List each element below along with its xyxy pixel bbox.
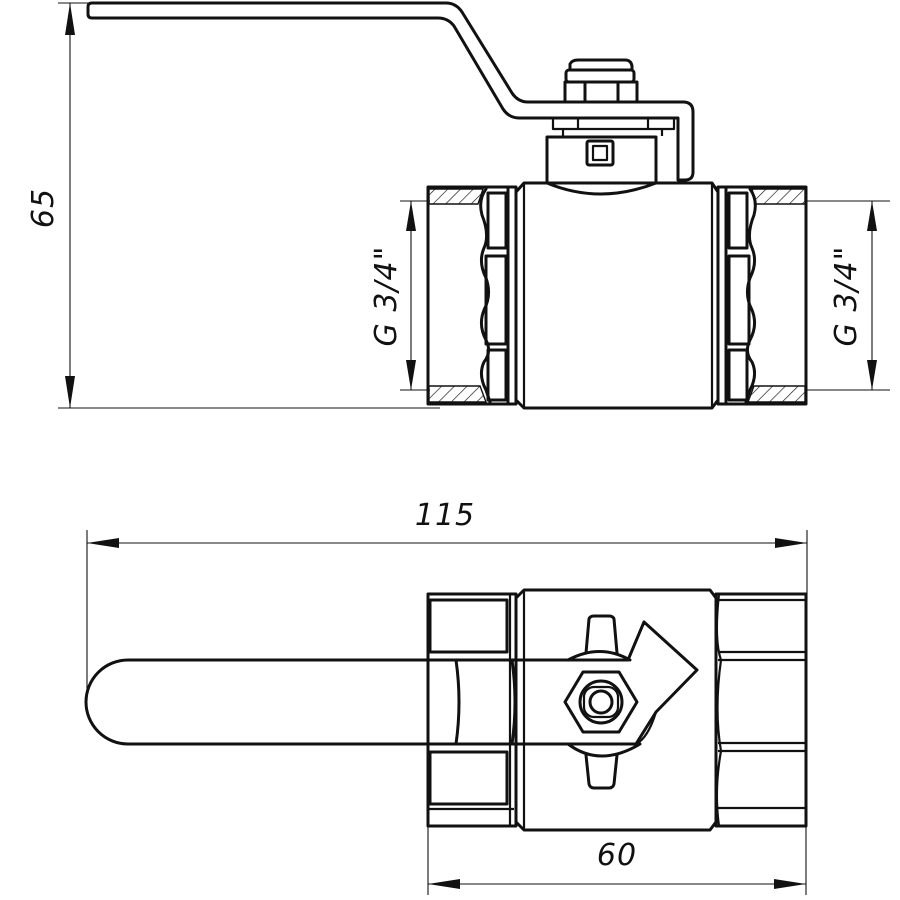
- hex-nut: [563, 670, 639, 734]
- dimension-height-label: 65: [26, 188, 61, 228]
- valve-body-side: [514, 181, 720, 410]
- stem-nut: [563, 58, 639, 104]
- dimension-body-length: 60: [427, 826, 807, 895]
- left-end-top: [426, 592, 518, 828]
- dimension-thread-left-label: G 3/4": [369, 246, 404, 347]
- lever-handle: [86, 1, 695, 182]
- dimension-thread-right-label: G 3/4": [829, 246, 864, 347]
- dimension-overall-length: 115: [86, 498, 808, 700]
- dimension-thread-right: G 3/4": [829, 201, 877, 390]
- dimension-body-length-label: 60: [597, 838, 637, 873]
- valve-body-top: [514, 588, 718, 832]
- dimension-overall-length-label: 115: [415, 498, 475, 533]
- dimension-height: 65: [26, 2, 440, 409]
- bonnet: [545, 135, 658, 196]
- lever-handle-top: [84, 620, 699, 746]
- side-view: 65: [26, 1, 890, 410]
- top-view: 115: [84, 498, 808, 895]
- left-threaded-end: [400, 185, 518, 406]
- dimension-thread-left: G 3/4": [369, 201, 416, 390]
- right-end-top: [714, 592, 808, 828]
- washer: [551, 116, 676, 136]
- stop-wings: [566, 614, 642, 790]
- right-threaded-end: [716, 185, 890, 406]
